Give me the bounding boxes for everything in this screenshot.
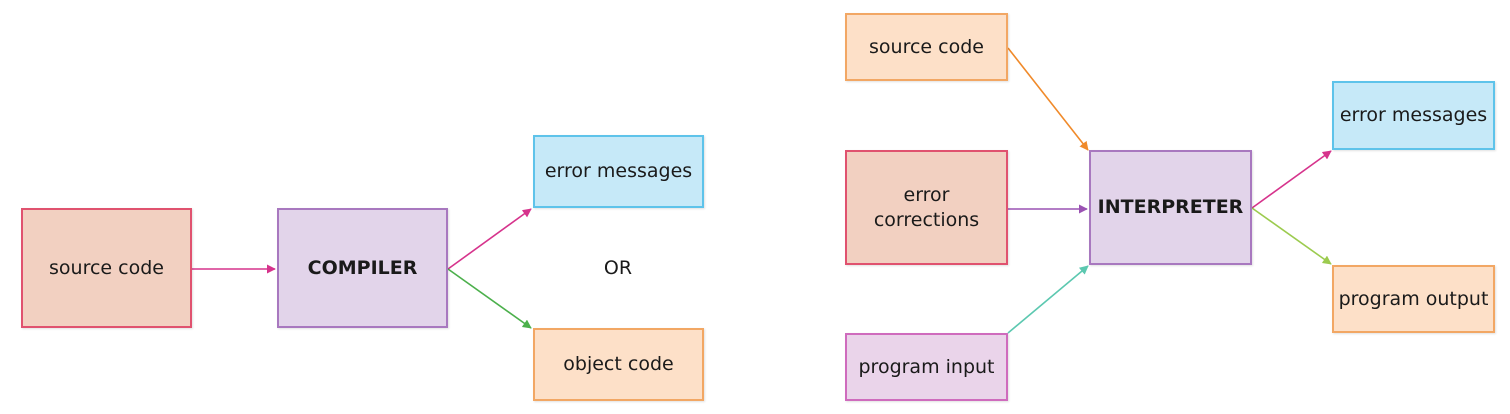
interpreter-box: INTERPRETER <box>1089 150 1252 265</box>
error-corrections-label: error corrections <box>873 183 980 231</box>
arrow-interpreter-to-output <box>1251 207 1332 265</box>
compiler-error-messages-box: error messages <box>533 135 704 208</box>
interpreter-source-code-label: source code <box>869 35 984 58</box>
or-label: OR <box>603 257 633 279</box>
interpreter-error-messages-box: error messages <box>1332 81 1495 150</box>
compiler-source-code-box: source code <box>21 208 192 328</box>
arrow-source-to-interpreter <box>1007 47 1089 151</box>
program-output-box: program output <box>1332 265 1495 333</box>
arrow-interpreter-to-errors <box>1251 150 1332 209</box>
arrow-compiler-to-object <box>447 268 532 329</box>
compiler-object-code-label: object code <box>563 353 674 375</box>
interpreter-source-code-box: source code <box>845 13 1008 81</box>
interpreter-error-messages-label: error messages <box>1339 104 1488 126</box>
program-input-label: program input <box>858 355 995 378</box>
arrow-compiler-to-errors <box>447 208 532 270</box>
arrow-input-to-interpreter <box>1007 265 1089 334</box>
compiler-error-messages-label: error messages <box>544 160 693 182</box>
program-output-label: program output <box>1338 287 1489 310</box>
interpreter-label: INTERPRETER <box>1097 196 1244 218</box>
program-input-box: program input <box>845 333 1008 401</box>
compiler-label: COMPILER <box>307 256 418 279</box>
compiler-box: COMPILER <box>277 208 448 328</box>
compiler-source-code-label: source code <box>49 256 164 279</box>
compiler-object-code-box: object code <box>533 328 704 401</box>
error-corrections-box: error corrections <box>845 150 1008 265</box>
